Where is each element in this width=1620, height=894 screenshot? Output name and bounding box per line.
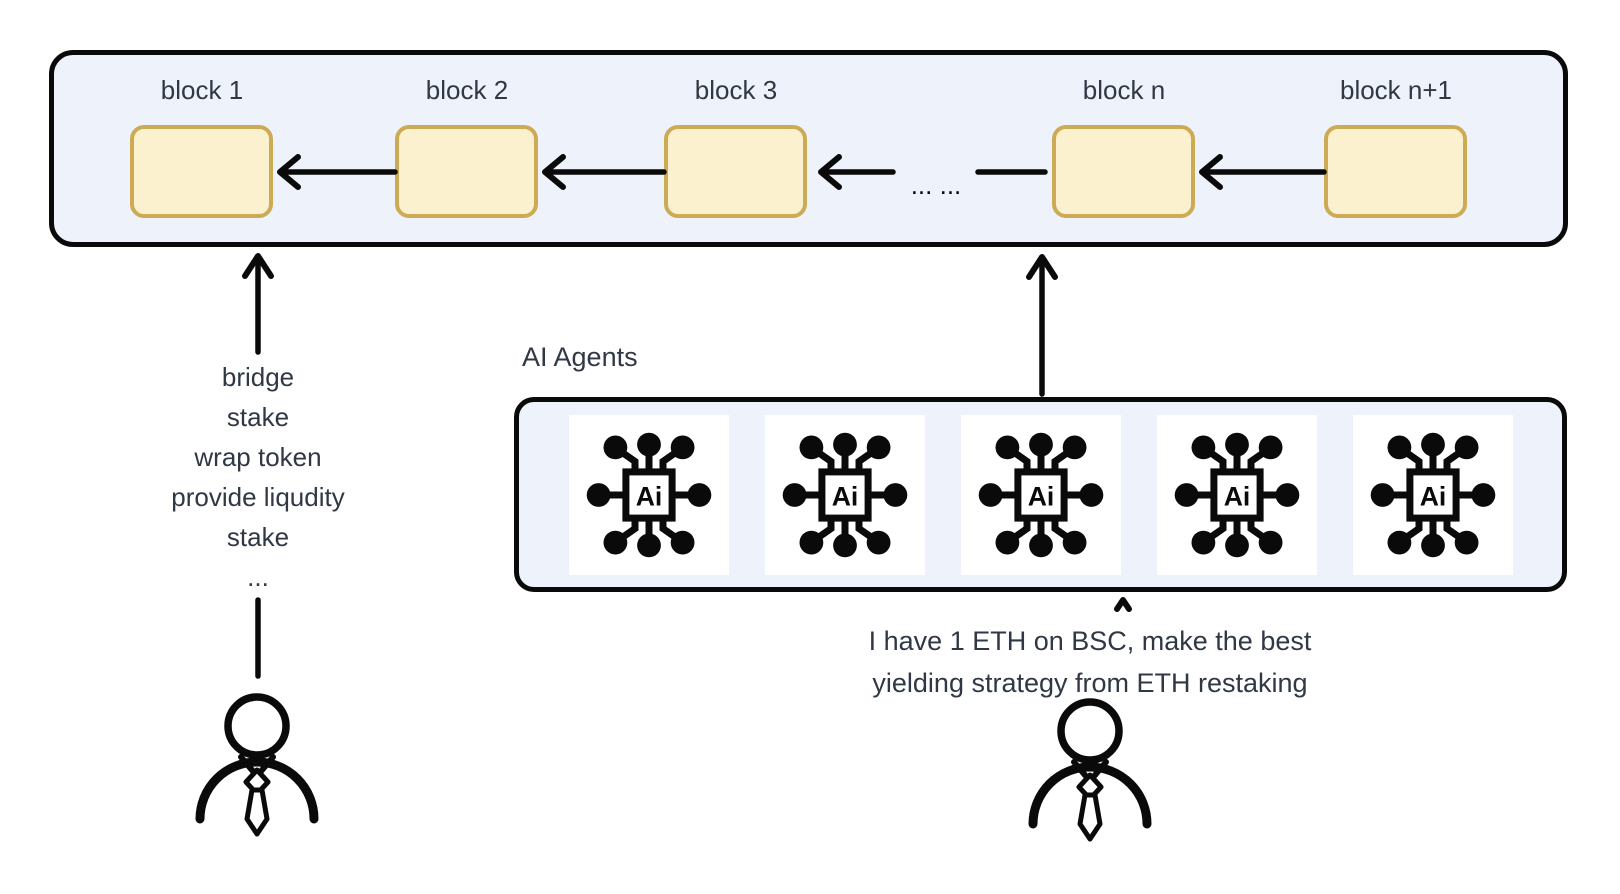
user-query-line1: I have 1 ETH on BSC, make the best (868, 626, 1312, 656)
block-2-rect (395, 125, 538, 218)
ai-agent-tile (960, 414, 1121, 575)
block-n1-rect (1324, 125, 1467, 218)
ai-chip-icon (1167, 425, 1307, 565)
action-item: provide liqudity (171, 482, 345, 512)
block-1-rect (130, 125, 273, 218)
user-query-text: I have 1 ETH on BSC, make the best yield… (770, 620, 1410, 704)
block-3-rect (664, 125, 807, 218)
ai-agents-label: AI Agents (522, 342, 638, 372)
ai-chip-icon (971, 425, 1111, 565)
ai-chip-icon (1363, 425, 1503, 565)
action-item: stake (226, 402, 290, 432)
chain-ellipsis: ... ... (910, 170, 962, 200)
ai-agent-tile (1352, 414, 1513, 575)
arrow-tip-query-to-agents (1114, 597, 1132, 612)
user-person-icon-right (1033, 702, 1147, 839)
ai-agent-tile (764, 414, 925, 575)
ai-chip-icon (579, 425, 719, 565)
arrow-actions-to-chain (242, 253, 274, 355)
block-3-label: block 3 (694, 75, 778, 105)
arrow-agents-to-chain (1026, 254, 1058, 397)
user-action-list: bridge stake wrap token provide liqudity… (108, 357, 408, 597)
action-item: stake (226, 522, 290, 552)
ai-chip-icon (775, 425, 915, 565)
action-item: bridge (221, 362, 295, 392)
block-n-label: block n (1082, 75, 1166, 105)
ai-agents-container (514, 397, 1567, 592)
block-n-rect (1052, 125, 1195, 218)
block-1-label: block 1 (160, 75, 244, 105)
block-2-label: block 2 (425, 75, 509, 105)
blockchain-container: block 1 block 2 block 3 block n block n+… (49, 50, 1568, 247)
user-person-icon-left (200, 697, 314, 834)
user-query-line2: yielding strategy from ETH restaking (872, 668, 1308, 698)
block-n1-label: block n+1 (1339, 75, 1453, 105)
ai-agent-tile (1156, 414, 1317, 575)
action-item: wrap token (194, 442, 322, 472)
ai-agent-tile (568, 414, 729, 575)
action-item-ellipsis: ... (247, 562, 269, 592)
